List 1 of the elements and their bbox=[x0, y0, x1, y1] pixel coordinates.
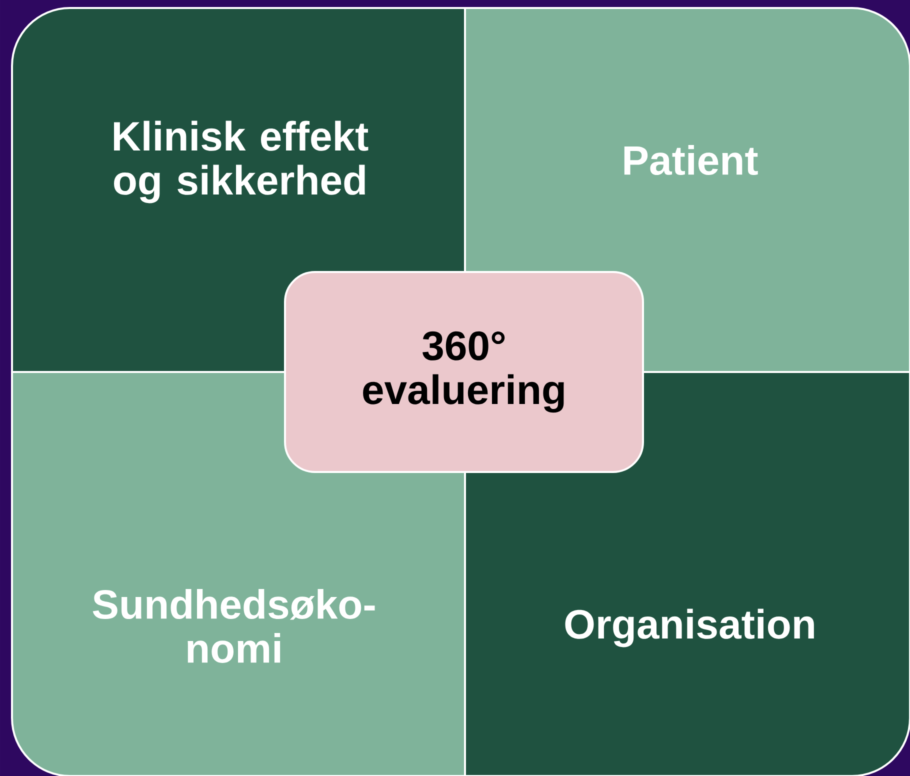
center-box: 360° evaluering bbox=[284, 271, 644, 473]
